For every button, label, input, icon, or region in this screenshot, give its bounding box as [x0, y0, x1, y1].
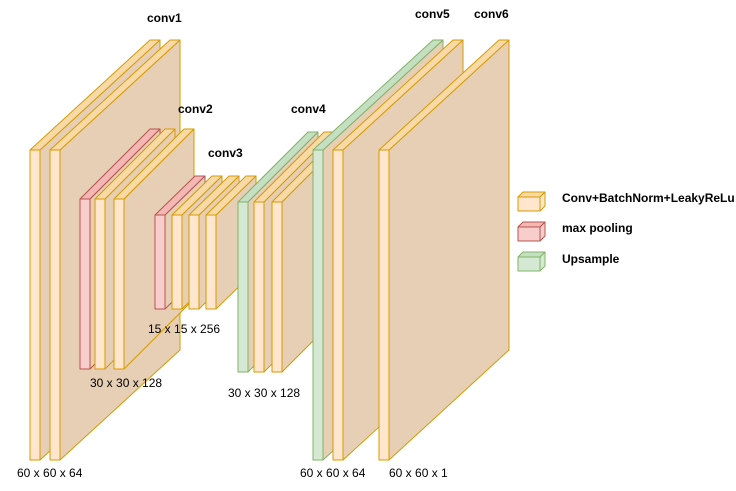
- dim-conv5: 60 x 60 x 64: [300, 466, 366, 480]
- legend-label-pool: max pooling: [562, 221, 633, 235]
- dim-conv3: 15 x 15 x 256: [148, 322, 220, 336]
- title-conv5: conv5: [415, 7, 450, 21]
- conv6-layer: [378, 39, 510, 461]
- dim-conv1: 60 x 60 x 64: [17, 466, 83, 480]
- title-conv4: conv4: [291, 102, 326, 116]
- title-conv2: conv2: [178, 102, 213, 116]
- legend-swatch-conv: [517, 191, 546, 212]
- legend: Conv+BatchNorm+LeakyReLu max pooling Ups…: [517, 191, 735, 272]
- legend-item-up: Upsample: [517, 251, 620, 272]
- title-conv3: conv3: [208, 146, 243, 160]
- legend-item-conv: Conv+BatchNorm+LeakyReLu: [517, 191, 735, 212]
- dim-conv6: 60 x 60 x 1: [389, 466, 448, 480]
- legend-swatch-pool: [517, 221, 546, 242]
- legend-swatch-up: [517, 251, 546, 272]
- legend-label-up: Upsample: [562, 252, 620, 266]
- dimension-labels: 60 x 60 x 64 30 x 30 x 128 15 x 15 x 256…: [17, 322, 448, 480]
- block-titles: conv1 conv2 conv3 conv4 conv5 conv6: [147, 7, 509, 160]
- legend-label-conv: Conv+BatchNorm+LeakyReLu: [562, 191, 735, 205]
- title-conv1: conv1: [147, 11, 182, 25]
- title-conv6: conv6: [474, 7, 509, 21]
- dim-conv4: 30 x 30 x 128: [228, 386, 300, 400]
- dim-conv2: 30 x 30 x 128: [90, 376, 162, 390]
- layer-blocks: [29, 39, 510, 461]
- legend-item-pool: max pooling: [517, 221, 633, 242]
